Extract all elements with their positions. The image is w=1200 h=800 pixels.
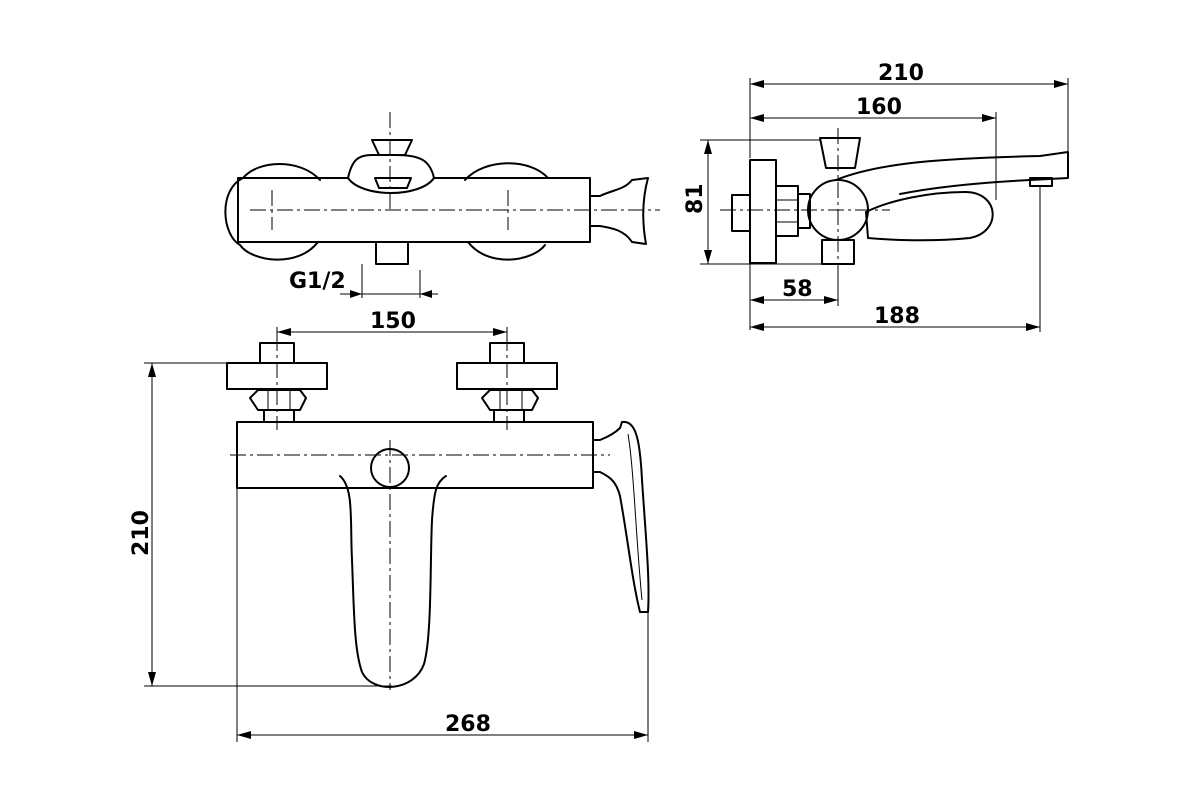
dim-58: 58 xyxy=(782,277,813,302)
top-body xyxy=(237,154,591,243)
side-spout xyxy=(835,151,1069,195)
top-lever xyxy=(589,177,649,245)
top-outlet-stub xyxy=(375,241,409,265)
side-diverter xyxy=(819,137,861,169)
thread-size-label: G1/2 xyxy=(289,269,346,294)
dim-210-top: 210 xyxy=(878,61,924,86)
top-right-disc xyxy=(464,162,549,181)
side-wall-plate xyxy=(749,159,777,264)
dim-81: 81 xyxy=(683,183,708,214)
front-left-nut xyxy=(249,389,307,411)
front-right-nut xyxy=(481,389,539,411)
dim-150: 150 xyxy=(370,309,416,334)
dim-160: 160 xyxy=(856,95,902,120)
front-spout xyxy=(339,475,447,688)
side-lever xyxy=(865,191,994,242)
front-lever xyxy=(592,420,650,613)
side-nut xyxy=(775,185,799,237)
dim-188: 188 xyxy=(874,304,920,329)
top-left-disc xyxy=(224,177,319,261)
side-view: 210 160 81 58 188 xyxy=(683,61,1069,332)
top-view: G1/2 xyxy=(224,112,660,298)
top-diverter-knob xyxy=(371,139,413,156)
dim-268: 268 xyxy=(445,712,491,737)
dim-210-front: 210 xyxy=(129,510,154,556)
front-view: 150 210 268 xyxy=(129,309,650,742)
